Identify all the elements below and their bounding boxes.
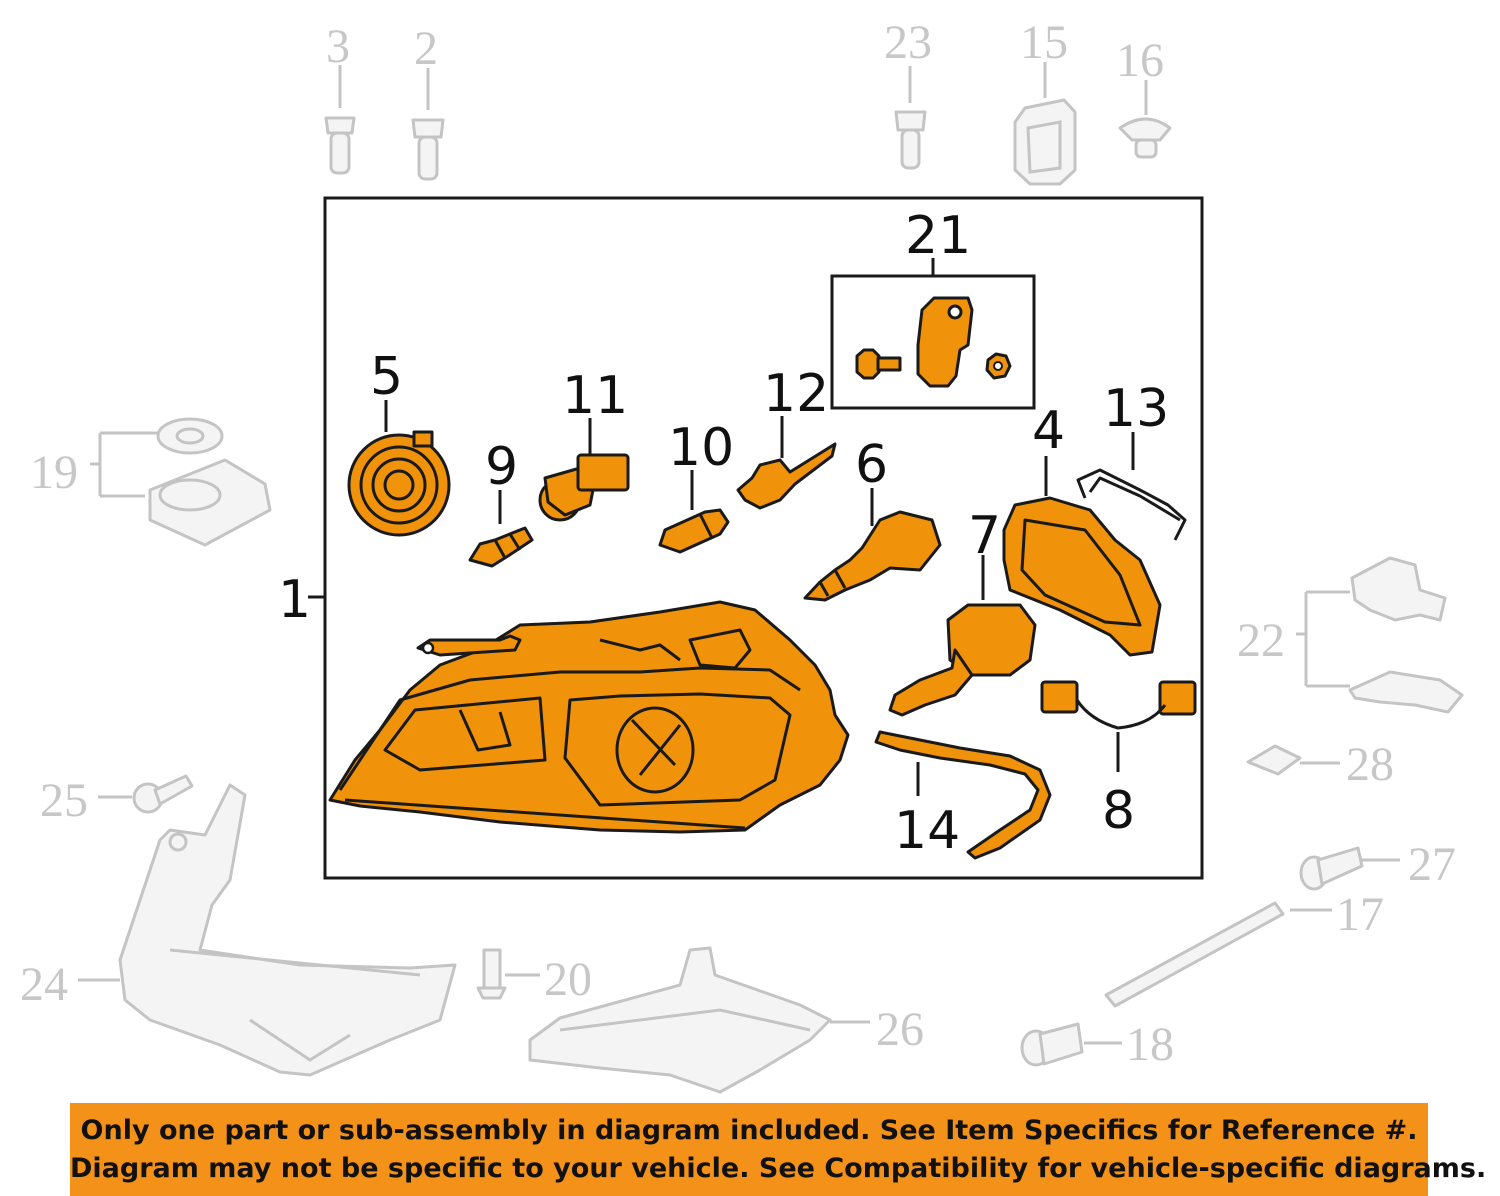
part-24-bracket — [78, 783, 457, 1077]
callout-18: 18 — [1126, 1018, 1174, 1071]
subassembly-21 — [830, 258, 1036, 410]
callout-labels: 1 21 4 5 6 7 8 9 10 11 12 13 14 3 2 15 1… — [20, 16, 1456, 1071]
callout-3: 3 — [326, 20, 350, 73]
callout-5: 5 — [370, 347, 403, 407]
callout-2: 2 — [414, 22, 438, 75]
part-14-trim — [874, 730, 1052, 860]
part-13-clip — [1076, 432, 1187, 541]
callout-19: 19 — [30, 446, 78, 499]
callout-6: 6 — [855, 435, 888, 495]
callout-10: 10 — [668, 418, 734, 478]
callout-25: 25 — [40, 774, 88, 827]
callout-15: 15 — [1020, 16, 1068, 69]
part-27-bolt — [1299, 846, 1400, 891]
part-20-screw — [476, 948, 540, 1000]
disclaimer-banner: Only one part or sub-assembly in diagram… — [70, 1103, 1487, 1196]
callout-8: 8 — [1102, 781, 1135, 841]
callout-7: 7 — [968, 506, 1001, 566]
part-19-module — [90, 417, 272, 547]
callout-4: 4 — [1032, 401, 1065, 461]
callout-22: 22 — [1237, 614, 1285, 667]
callout-13: 13 — [1103, 379, 1169, 439]
disclaimer-line-2: Diagram may not be specific to your vehi… — [70, 1153, 1487, 1184]
callout-24: 24 — [20, 958, 68, 1011]
part-5-cap — [347, 400, 451, 537]
part-12-socket — [736, 416, 837, 510]
part-9-bulb — [468, 490, 534, 568]
part-4-cover — [1002, 456, 1162, 657]
part-10-bulb — [658, 470, 730, 554]
part-25-bolt — [98, 774, 194, 814]
callout-20: 20 — [544, 953, 592, 1006]
callout-27: 27 — [1408, 838, 1456, 891]
disclaimer-line-1: Only one part or sub-assembly in diagram… — [80, 1115, 1418, 1146]
callout-21: 21 — [905, 206, 971, 266]
ghost-parts — [78, 62, 1464, 1094]
callout-28: 28 — [1346, 738, 1394, 791]
part-15-connector — [1013, 62, 1077, 186]
part-3-bolt — [324, 65, 356, 175]
part-22-brackets — [1296, 556, 1464, 714]
part-16-clip — [1118, 80, 1172, 159]
callout-11: 11 — [562, 366, 628, 426]
part-1-headlamp — [328, 600, 850, 834]
part-8-wiring — [1040, 680, 1197, 772]
callout-1: 1 — [278, 570, 311, 630]
part-23-bolt — [894, 66, 927, 170]
part-2-bolt — [411, 68, 445, 181]
callout-9: 9 — [485, 437, 518, 497]
part-26-bracket — [528, 946, 870, 1094]
callout-12: 12 — [763, 364, 829, 424]
callout-14: 14 — [894, 801, 960, 861]
part-28-clip — [1246, 744, 1340, 776]
callout-26: 26 — [876, 1003, 924, 1056]
callout-23: 23 — [884, 16, 932, 69]
part-11-socket — [538, 418, 630, 522]
callout-17: 17 — [1336, 888, 1384, 941]
part-18-bolt — [1020, 1022, 1122, 1067]
callout-16: 16 — [1116, 34, 1164, 87]
part-17-rod — [1104, 901, 1332, 1008]
part-7-bulb — [888, 555, 1037, 717]
part-6-socket — [803, 488, 942, 602]
